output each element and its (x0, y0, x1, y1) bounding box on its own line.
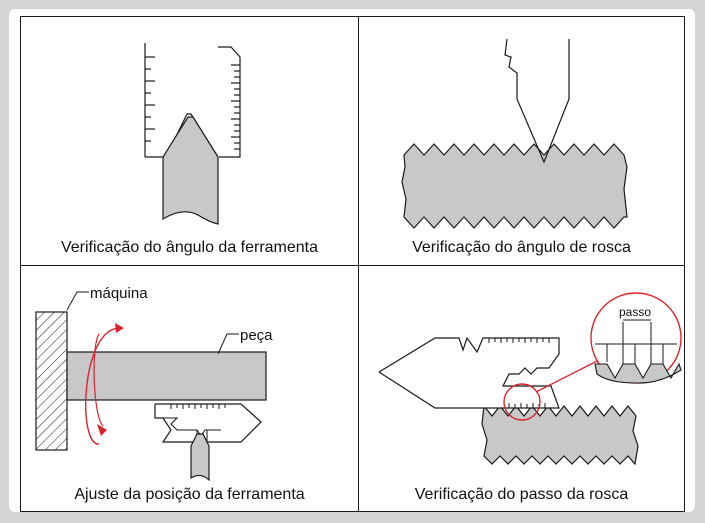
rotation-arrow-tail (93, 333, 104, 427)
zoomed-thread (594, 362, 682, 384)
turning-tool (190, 433, 210, 481)
thread-gauge (504, 38, 570, 164)
tool-position-diagram: máquina peça (35, 285, 273, 481)
machine-leader (66, 291, 89, 311)
panel-tool-position: máquina peça Ajuste da posição da ferram… (20, 265, 359, 512)
center-gauge (154, 403, 262, 443)
gauge-right-scale (218, 46, 241, 158)
caption-thread-pitch: Verificação do passo da rosca (414, 486, 629, 503)
thread-pitch-diagram: passo (378, 292, 682, 466)
panel-tool-angle: Verificação do ângulo da ferramenta (20, 16, 359, 266)
thread-angle-diagram (401, 38, 628, 229)
pitch-gauge (378, 336, 560, 409)
panel-thread-angle: Verificação do ângulo de rosca (358, 16, 685, 266)
label-pitch: passo (619, 305, 651, 319)
highlight-connector (535, 355, 608, 393)
rotation-arrowhead-top (115, 323, 124, 333)
label-part: peça (240, 327, 273, 344)
machine-body (35, 311, 68, 451)
pitch-thread-part (481, 404, 639, 466)
caption-tool-position: Ajuste da posição da ferramenta (74, 486, 305, 503)
gauge-left-scale (144, 43, 166, 158)
part-leader (217, 333, 239, 355)
panel-thread-pitch: passo Verificação do passo da rosca (358, 265, 685, 512)
caption-tool-angle: Verificação do ângulo da ferramenta (60, 239, 319, 256)
rotation-arrow (85, 327, 122, 445)
tool-angle-diagram (144, 43, 241, 225)
cutting-tool (162, 116, 219, 225)
highlight-small-circle (503, 383, 541, 421)
label-machine: máquina (90, 285, 148, 302)
workpiece (66, 351, 267, 401)
thread-part (401, 143, 628, 229)
rotation-arrowhead-bottom (97, 424, 107, 436)
caption-thread-angle: Verificação do ângulo de rosca (412, 239, 631, 256)
